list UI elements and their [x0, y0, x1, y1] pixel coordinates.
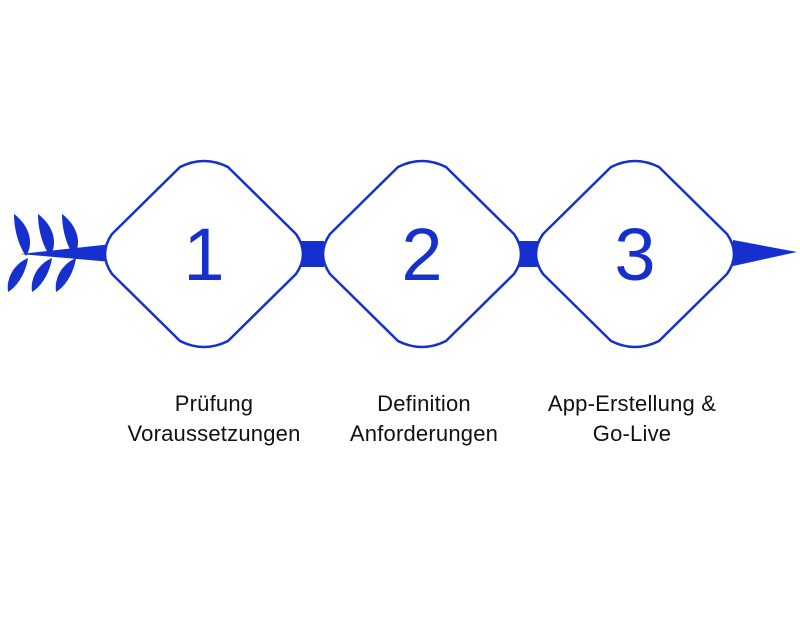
- step-3-label-line-2: Go-Live: [522, 419, 742, 449]
- arrowhead-icon: [733, 240, 797, 266]
- step-3-label: App-Erstellung & Go-Live: [522, 389, 742, 449]
- step-2-label: Definition Anforderungen: [314, 389, 534, 449]
- step-3-label-line-1: App-Erstellung &: [522, 389, 742, 419]
- step-1: 1: [105, 161, 303, 347]
- fletching-icon: [8, 214, 112, 292]
- step-2: 2: [323, 161, 521, 347]
- step-1-label-line-1: Prüfung: [104, 389, 324, 419]
- step-1-label-line-2: Voraussetzungen: [104, 419, 324, 449]
- step-2-label-line-1: Definition: [314, 389, 534, 419]
- step-1-label: Prüfung Voraussetzungen: [104, 389, 324, 449]
- step-3-number: 3: [614, 213, 655, 296]
- step-3: 3: [536, 161, 734, 347]
- step-1-number: 1: [183, 213, 224, 296]
- step-2-number: 2: [401, 213, 442, 296]
- step-2-label-line-2: Anforderungen: [314, 419, 534, 449]
